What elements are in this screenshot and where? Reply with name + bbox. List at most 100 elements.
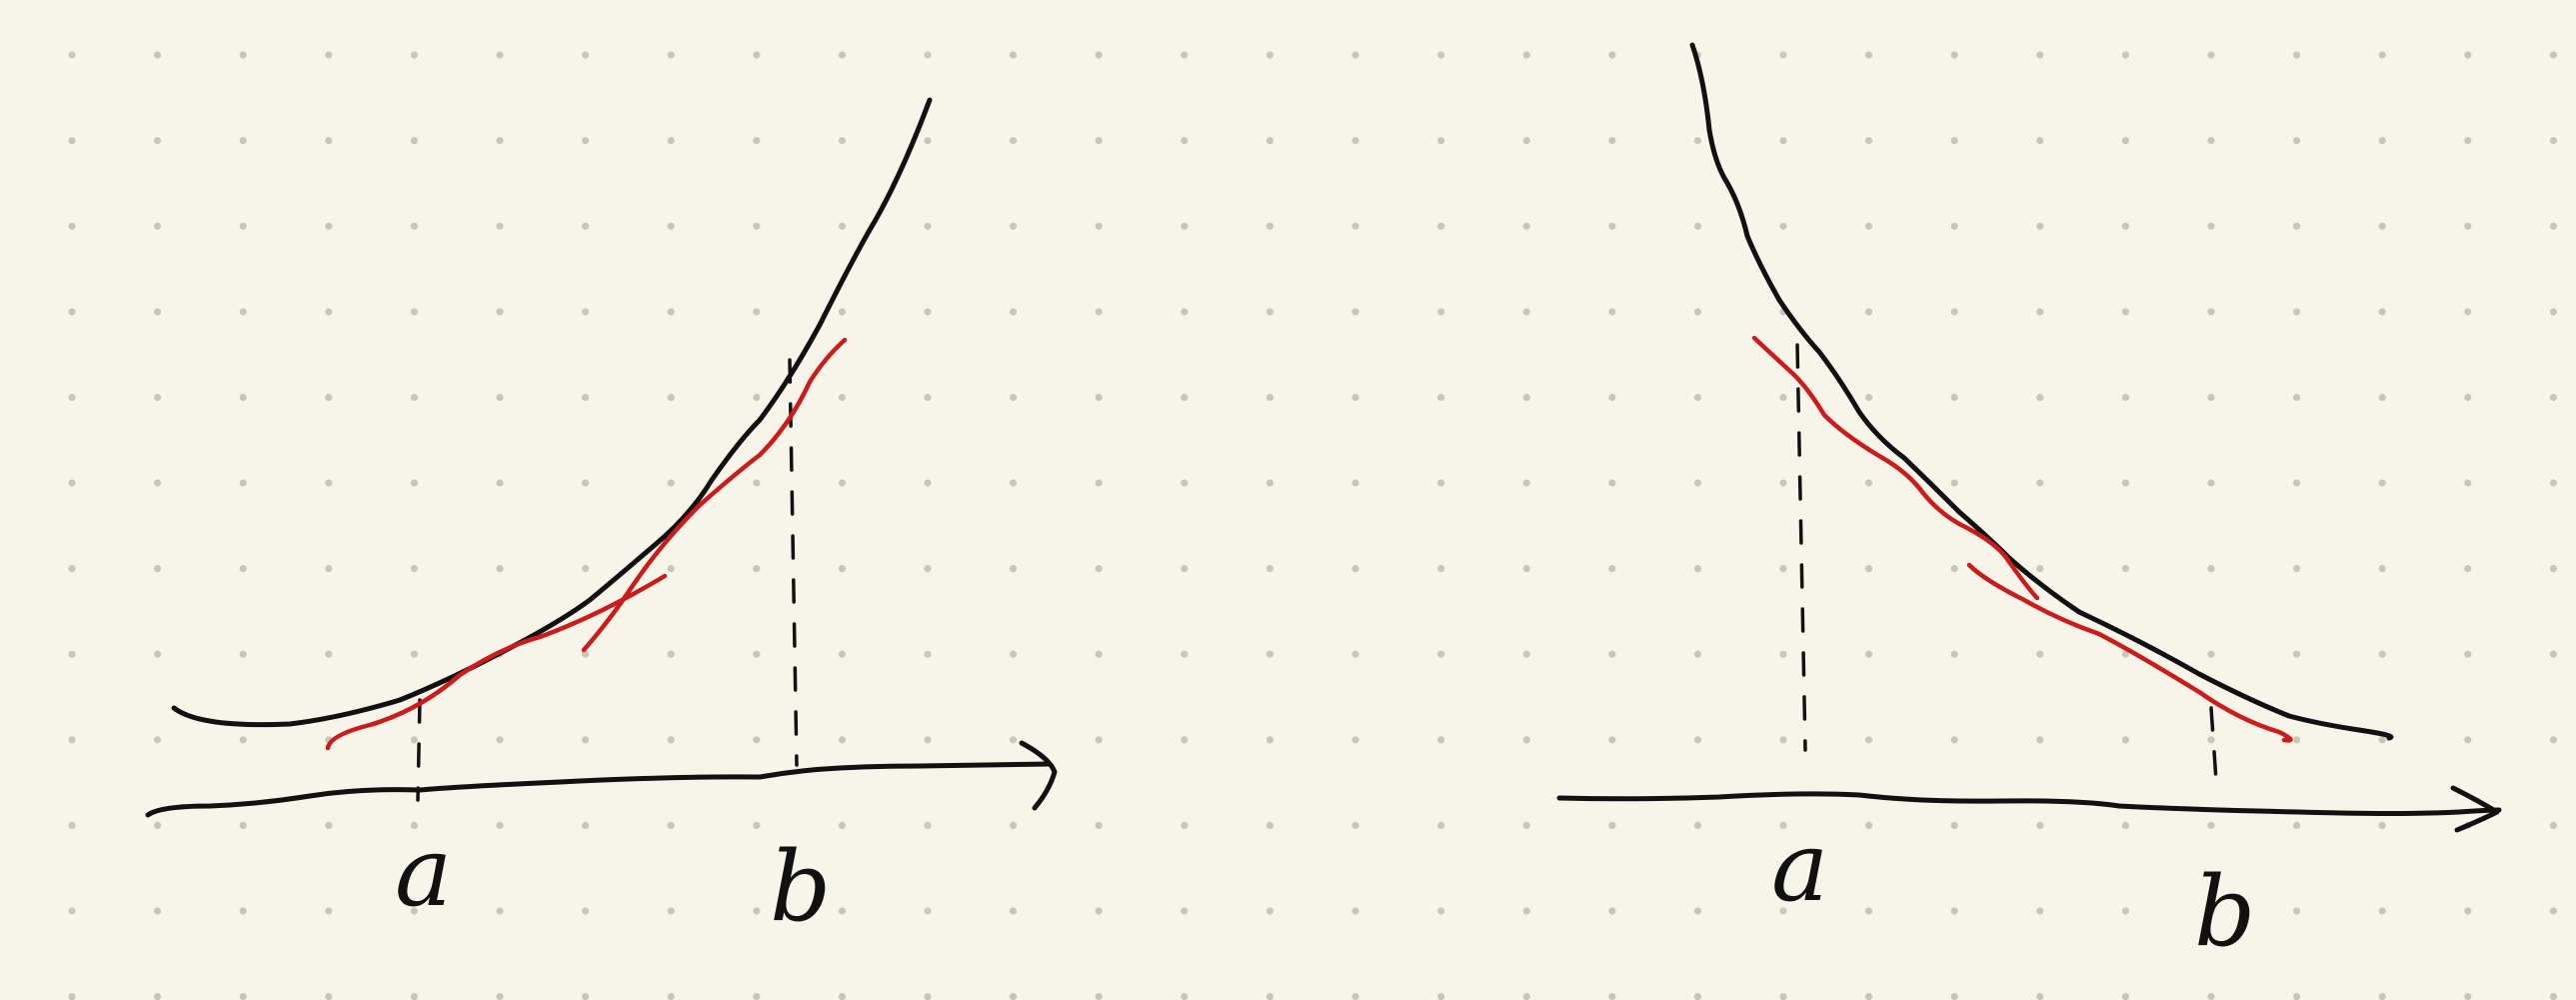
grid-dot — [582, 137, 590, 145]
left-tangent-at-b — [581, 337, 848, 653]
grid-dot — [1693, 736, 1701, 744]
grid-dot — [1437, 479, 1445, 487]
grid-dot — [2464, 222, 2472, 230]
grid-dot — [1351, 907, 1359, 915]
right-label-a: a — [1771, 811, 1828, 923]
grid-dot — [582, 650, 590, 658]
grid-dot — [1181, 993, 1189, 1000]
grid-dot — [838, 222, 847, 230]
grid-dot — [1181, 222, 1189, 230]
grid-dot — [582, 907, 590, 915]
grid-dot — [2036, 565, 2044, 573]
grid-dot — [154, 479, 162, 487]
grid-dot — [239, 51, 247, 59]
grid-dot — [2207, 821, 2215, 830]
grid-dot — [1095, 137, 1103, 145]
grid-dot — [924, 993, 932, 1000]
grid-dot — [753, 393, 761, 401]
grid-dot — [1351, 308, 1359, 316]
grid-dot — [239, 565, 247, 573]
grid-dot — [239, 479, 247, 487]
grid-dot — [838, 907, 847, 915]
grid-dot — [2549, 650, 2557, 658]
grid-dot — [1950, 393, 1958, 401]
grid-dot — [1266, 650, 1274, 658]
grid-dot — [1095, 222, 1103, 230]
grid-dot — [1095, 907, 1103, 915]
grid-dot — [1522, 479, 1530, 487]
grid-dot — [496, 308, 504, 316]
grid-dot — [924, 821, 932, 830]
grid-dot — [1010, 907, 1018, 915]
grid-dot — [1865, 907, 1873, 915]
grid-dot — [1437, 222, 1445, 230]
grid-dot — [1522, 137, 1530, 145]
grid-dot — [1181, 736, 1189, 744]
grid-dot — [2121, 907, 2129, 915]
grid-dot — [2207, 565, 2215, 573]
grid-dot — [154, 51, 162, 59]
grid-dot — [1693, 222, 1701, 230]
grid-dot — [1779, 222, 1787, 230]
left-dashed-line-b — [788, 358, 799, 767]
grid-dot — [2464, 650, 2472, 658]
grid-dot — [2121, 565, 2129, 573]
grid-dot — [667, 137, 675, 145]
grid-dot — [325, 565, 333, 573]
grid-dot — [2464, 308, 2472, 316]
grid-dot — [753, 479, 761, 487]
grid-dot — [1608, 565, 1616, 573]
grid-dot — [410, 736, 418, 744]
grid-dot — [582, 393, 590, 401]
grid-dot — [1437, 821, 1445, 830]
grid-dot — [924, 650, 932, 658]
grid-dot — [68, 222, 76, 230]
grid-dot — [1010, 393, 1018, 401]
grid-dot — [1437, 736, 1445, 744]
grid-dot — [325, 479, 333, 487]
grid-dot — [1010, 736, 1018, 744]
grid-dot — [2378, 308, 2386, 316]
grid-dot — [924, 137, 932, 145]
grid-dot — [2549, 222, 2557, 230]
grid-dot — [582, 308, 590, 316]
grid-dot — [1010, 650, 1018, 658]
grid-dot — [410, 650, 418, 658]
grid-dot — [582, 222, 590, 230]
grid-dot — [2464, 907, 2472, 915]
grid-dot — [410, 565, 418, 573]
grid-dot — [1522, 736, 1530, 744]
grid-dot — [1437, 308, 1445, 316]
grid-dot — [2293, 222, 2301, 230]
grid-dot — [1693, 565, 1701, 573]
left-label-a: a — [395, 816, 452, 928]
grid-dot — [2293, 393, 2301, 401]
left-x-axis — [145, 761, 1053, 818]
grid-dot — [2378, 479, 2386, 487]
grid-dot — [1950, 993, 1958, 1000]
grid-dot — [496, 821, 504, 830]
grid-dot — [1266, 993, 1274, 1000]
grid-dot — [154, 308, 162, 316]
grid-dot — [1693, 907, 1701, 915]
grid-dot — [2121, 393, 2129, 401]
grid-dot — [1437, 565, 1445, 573]
grid-dot — [2207, 993, 2215, 1000]
grid-dot — [325, 821, 333, 830]
grid-dot — [154, 137, 162, 145]
grid-dot — [496, 222, 504, 230]
grid-dot — [154, 821, 162, 830]
grid-dot — [2121, 308, 2129, 316]
grid-dot — [1010, 137, 1018, 145]
grid-dot — [2378, 993, 2386, 1000]
grid-dot — [1950, 907, 1958, 915]
grid-dot — [1693, 821, 1701, 830]
grid-dot — [496, 479, 504, 487]
grid-dot — [1608, 222, 1616, 230]
grid-dot — [1865, 308, 1873, 316]
grid-dot — [2293, 565, 2301, 573]
grid-dot — [68, 907, 76, 915]
grid-dot — [1950, 222, 1958, 230]
grid-dot — [1950, 51, 1958, 59]
grid-dot — [1693, 308, 1701, 316]
